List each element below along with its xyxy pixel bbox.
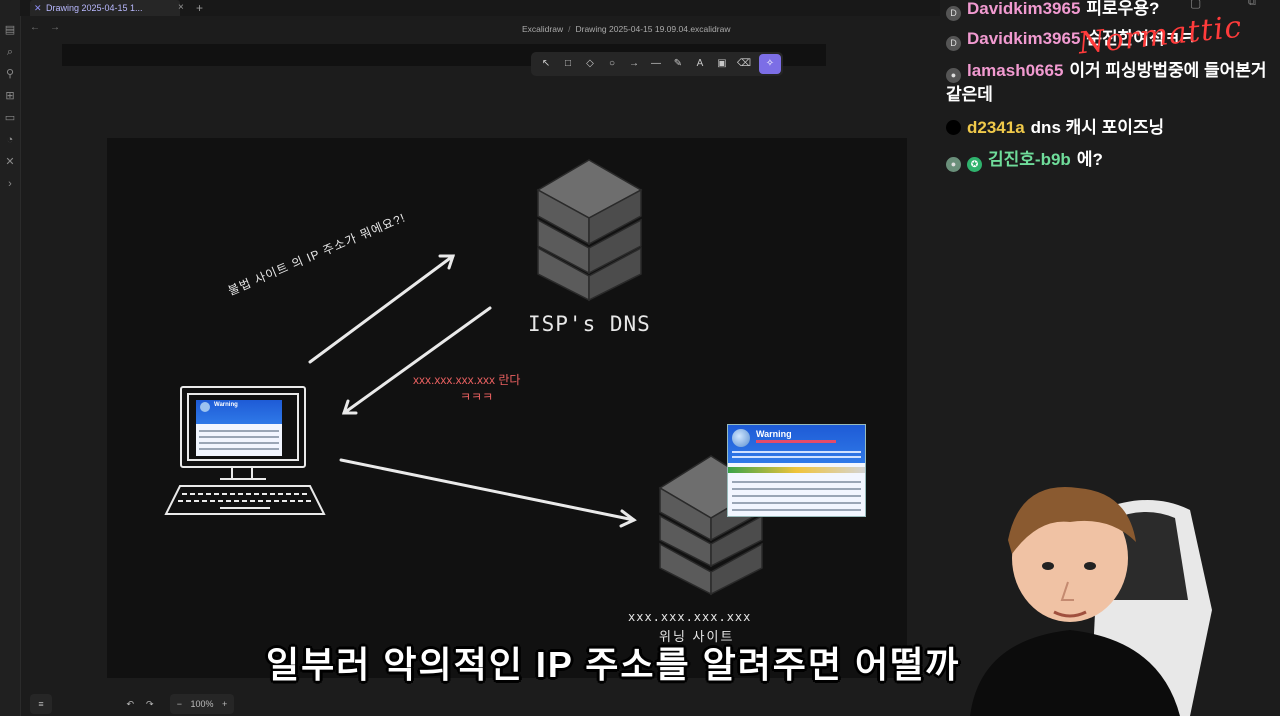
chat-message: D Davidkim3965 순진한여석ㅋㅋ (946, 24, 1196, 51)
malicious-site-label: 위닝 사이트 (659, 629, 735, 644)
avatar: D (946, 6, 961, 21)
draw-tool-button[interactable]: ✎ (673, 58, 683, 69)
grid-icon[interactable]: ⊞ (5, 90, 15, 102)
tab-drawing[interactable]: Drawing 2025-04-15 1... (30, 0, 180, 16)
breadcrumb: Excalidraw / Drawing 2025-04-15 19.09.04.e… (522, 24, 730, 34)
breadcrumb-folder[interactable]: Excalidraw (522, 24, 564, 34)
tools-icon[interactable]: ✕ (5, 156, 15, 168)
menu-button[interactable]: ≡ (30, 694, 52, 714)
chat-username[interactable]: Davidkim3965 (967, 29, 1081, 48)
response-arrow (342, 306, 492, 415)
chat-message-continued: 같은데 (946, 80, 993, 105)
avatar (946, 120, 961, 135)
globe-icon (732, 429, 750, 447)
member-badge-icon: ✪ (967, 157, 982, 172)
selection-tool-button[interactable]: ↖ (541, 58, 551, 69)
eraser-tool-button[interactable]: ⌫ (736, 58, 752, 69)
breadcrumb-file[interactable]: Drawing 2025-04-15 19.09.04.excalidraw (575, 24, 731, 34)
zoom-out-button[interactable]: − (176, 699, 182, 709)
breadcrumb-separator: / (568, 24, 571, 34)
settings-icon[interactable]: ⧉ (1248, 0, 1256, 8)
warning-popup-image: Warning (727, 424, 866, 517)
excalidraw-toolbar: ↖ □ ◇ ○ → — ✎ A ▣ ⌫ ✧ (531, 52, 783, 76)
files-icon[interactable]: ▤ (4, 24, 16, 36)
redo-button[interactable]: ↷ (146, 699, 154, 709)
chat-text: dns 캐시 포이즈닝 (1030, 118, 1165, 137)
chat-text: 이거 피싱방법중에 들어본거 (1069, 61, 1267, 80)
screen-warning-title: Warning (214, 402, 238, 408)
left-ribbon: ▤ ⌕ ⚲ ⊞ ▭ ◔ ✕ › (0, 0, 21, 716)
diamond-tool-button[interactable]: ◇ (586, 58, 594, 69)
zoom-in-button[interactable]: + (222, 699, 228, 709)
chat-message: ● lamash0665 이거 피싱방법중에 들어본거 (946, 56, 1267, 83)
undo-redo-group: ↶↷ (118, 694, 162, 714)
chat-username[interactable]: d2341a (967, 118, 1025, 137)
connect-arrow (339, 458, 636, 522)
hair (1008, 487, 1136, 554)
laser-tool-button[interactable]: ✧ (759, 54, 781, 74)
chat-message: d2341a dns 캐시 포이즈닝 (946, 113, 1164, 138)
popout-icon[interactable]: ▢ (1190, 0, 1202, 10)
chat-text: 에? (1076, 150, 1103, 169)
text-tool-button[interactable]: A (696, 58, 704, 69)
line-tool-button[interactable]: — (651, 58, 661, 69)
tab-title: Drawing 2025-04-15 1... (46, 3, 143, 13)
excalidraw-icon: ✕ (34, 3, 42, 13)
chat-text: 피로우용? (1086, 0, 1160, 18)
rectangle-tool-button[interactable]: □ (564, 58, 572, 69)
chat-username[interactable]: Davidkim3965 (967, 0, 1081, 18)
chat-message: D Davidkim3965 피로우용? (946, 0, 1159, 21)
chat-username[interactable]: lamash0665 (967, 61, 1064, 80)
arrow-tool-button[interactable]: → (629, 58, 639, 69)
computer-icon (164, 386, 326, 515)
avatar: ● (946, 157, 961, 172)
graph-icon[interactable]: ⚲ (5, 68, 15, 80)
chat-message: ● ✪ 김진호-b9b 에? (946, 145, 1103, 172)
clock-icon[interactable]: ◔ (6, 134, 14, 146)
tab-close-icon[interactable]: × (178, 2, 184, 13)
subtitle-caption: 일부러 악의적인 IP 주소를 알려주면 어떨까 (266, 644, 961, 685)
monitor-warning-screen: Warning (196, 400, 282, 456)
undo-button[interactable]: ↶ (126, 699, 134, 709)
dns-server-icon (536, 159, 643, 302)
dns-label: ISP's DNS (528, 312, 651, 336)
webcam-overlay (970, 487, 1212, 716)
avatar: D (946, 36, 961, 51)
forward-icon[interactable]: → (50, 22, 60, 33)
warning-title: Warning (756, 429, 792, 439)
chat-text: 같은데 (946, 85, 993, 104)
zoom-level[interactable]: 100% (190, 699, 214, 709)
search-icon[interactable]: ⌕ (6, 46, 14, 58)
shirt (970, 630, 1180, 716)
calendar-icon[interactable]: ▭ (4, 112, 16, 124)
new-tab-icon[interactable]: + (196, 1, 204, 15)
laugh-text: ㅋㅋㅋ (460, 390, 494, 404)
ellipse-tool-button[interactable]: ○ (608, 58, 616, 69)
globe-icon (200, 402, 210, 412)
chat-username[interactable]: 김진호-b9b (988, 150, 1071, 169)
query-arrow (308, 254, 455, 364)
response-text: xxx.xxx.xxx.xxx 란다 (413, 373, 521, 387)
chat-text: 순진한여석ㅋㅋ (1086, 29, 1196, 48)
image-tool-button[interactable]: ▣ (717, 58, 727, 69)
avatar: ● (946, 68, 961, 83)
terminal-icon[interactable]: › (8, 178, 12, 190)
back-icon[interactable]: ← (30, 22, 40, 33)
zoom-controls: − 100% + (170, 694, 234, 714)
malicious-ip-label: xxx.xxx.xxx.xxx (628, 610, 752, 624)
tab-bar: Drawing 2025-04-15 1... ✕ × + (20, 0, 940, 16)
